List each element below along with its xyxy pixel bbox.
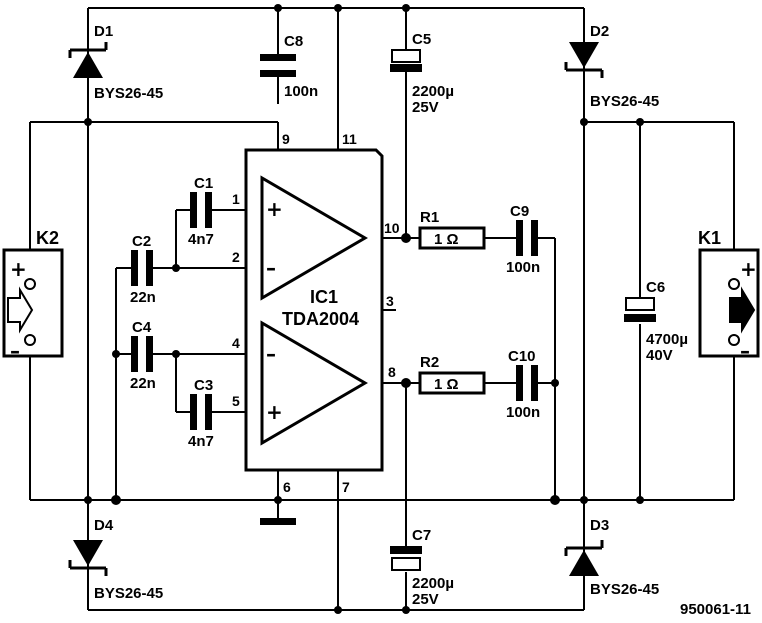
pin-3: 3 bbox=[386, 293, 394, 309]
pin-1: 1 bbox=[232, 191, 240, 207]
drawing-code: 950061-11 bbox=[680, 601, 751, 618]
k1-minus: – bbox=[740, 339, 750, 363]
k2-plus: + bbox=[10, 257, 27, 281]
junctions bbox=[84, 4, 644, 614]
capacitor-c8 bbox=[260, 54, 296, 104]
k1-plus: + bbox=[740, 257, 757, 281]
d3-part: BYS26-45 bbox=[590, 581, 659, 598]
c9-value: 100n bbox=[506, 259, 540, 276]
r2-value: 1 Ω bbox=[434, 376, 459, 393]
diode-d2 bbox=[564, 42, 604, 78]
d4-part: BYS26-45 bbox=[94, 585, 163, 602]
c1-value: 4n7 bbox=[188, 231, 214, 248]
wires bbox=[29, 7, 735, 611]
d1-ref: D1 bbox=[94, 23, 113, 40]
diode-d3 bbox=[564, 540, 604, 576]
pin-11: 11 bbox=[342, 131, 357, 147]
c7-voltage: 25V bbox=[412, 591, 439, 608]
pin-5: 5 bbox=[232, 393, 240, 409]
connector-k1 bbox=[698, 248, 760, 358]
pin-2: 2 bbox=[232, 249, 240, 265]
pin-4: 4 bbox=[232, 335, 240, 351]
ic-part: TDA2004 bbox=[282, 309, 359, 329]
diode-d4 bbox=[68, 540, 108, 576]
capacitor-c9 bbox=[516, 220, 538, 256]
c3-ref: C3 bbox=[194, 377, 213, 394]
capacitor-c7 bbox=[390, 546, 422, 571]
capacitor-c1 bbox=[190, 192, 212, 228]
d2-part: BYS26-45 bbox=[590, 93, 659, 110]
d2-ref: D2 bbox=[590, 23, 609, 40]
c7-value: 2200µ bbox=[412, 575, 454, 592]
pin-10: 10 bbox=[384, 220, 400, 236]
ground-symbol bbox=[260, 518, 296, 525]
c4-ref: C4 bbox=[132, 319, 152, 336]
c5-value: 2200µ bbox=[412, 83, 454, 100]
c2-value: 22n bbox=[130, 289, 156, 306]
c6-value: 4700µ bbox=[646, 331, 688, 348]
k1-ref: K1 bbox=[698, 228, 721, 248]
d1-part: BYS26-45 bbox=[94, 85, 163, 102]
c5-ref: C5 bbox=[412, 31, 431, 48]
diode-d1 bbox=[68, 42, 108, 78]
capacitor-c5 bbox=[390, 49, 422, 72]
r1-value: 1 Ω bbox=[434, 231, 459, 248]
c3-value: 4n7 bbox=[188, 433, 214, 450]
c10-value: 100n bbox=[506, 404, 540, 421]
d4-ref: D4 bbox=[94, 517, 114, 534]
c1-ref: C1 bbox=[194, 175, 213, 192]
connector-k2 bbox=[2, 248, 64, 358]
opamp-lower-plus: + bbox=[266, 400, 283, 424]
c7-ref: C7 bbox=[412, 527, 431, 544]
capacitor-c6 bbox=[624, 297, 656, 322]
r1-ref: R1 bbox=[420, 209, 439, 226]
capacitor-c3 bbox=[190, 394, 212, 430]
pin-9: 9 bbox=[282, 131, 290, 147]
resistor-r1 bbox=[418, 226, 486, 250]
resistor-r2 bbox=[418, 371, 486, 395]
capacitor-c2 bbox=[131, 250, 153, 286]
c5-voltage: 25V bbox=[412, 99, 439, 116]
k2-ref: K2 bbox=[36, 228, 59, 248]
opamp-lower-minus: – bbox=[266, 342, 276, 366]
pin-7: 7 bbox=[342, 479, 350, 495]
c10-ref: C10 bbox=[508, 348, 536, 365]
pin-8: 8 bbox=[388, 364, 396, 380]
opamp-upper-plus: + bbox=[266, 197, 283, 221]
ic-body: + – – + bbox=[244, 148, 384, 472]
capacitor-c4 bbox=[131, 336, 153, 372]
capacitor-c10 bbox=[516, 365, 538, 401]
c2-ref: C2 bbox=[132, 233, 151, 250]
c8-value: 100n bbox=[284, 83, 318, 100]
c4-value: 22n bbox=[130, 375, 156, 392]
opamp-lower bbox=[260, 320, 368, 446]
d3-ref: D3 bbox=[590, 517, 609, 534]
opamp-upper-minus: – bbox=[266, 256, 276, 280]
c6-voltage: 40V bbox=[646, 347, 673, 364]
pin-6: 6 bbox=[283, 479, 291, 495]
r2-ref: R2 bbox=[420, 354, 439, 371]
c9-ref: C9 bbox=[510, 203, 529, 220]
k2-minus: – bbox=[10, 339, 20, 363]
opamp-upper bbox=[260, 175, 368, 301]
ic-ref: IC1 bbox=[310, 287, 338, 307]
c8-ref: C8 bbox=[284, 33, 303, 50]
c6-ref: C6 bbox=[646, 279, 665, 296]
ic-pin-numbers: 1 2 3 4 5 6 7 8 9 10 11 bbox=[232, 131, 400, 495]
